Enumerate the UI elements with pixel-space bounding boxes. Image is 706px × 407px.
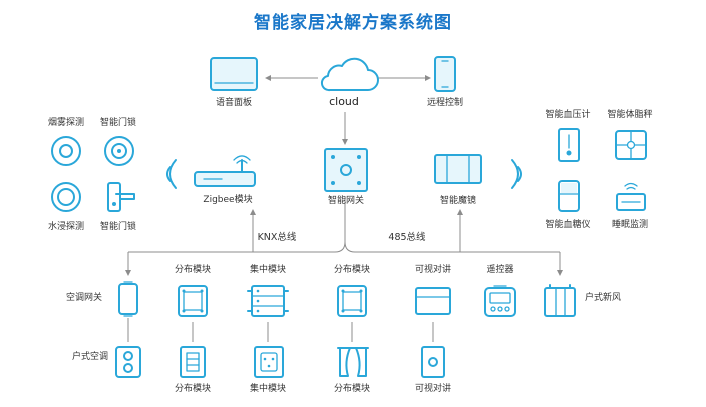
body-fat-scale-icon [615, 130, 647, 160]
fresh-air-label: 户式新风 [585, 293, 622, 303]
water-sensor-label: 水浸探测 [47, 222, 85, 232]
distribution-module-label-4: 分布模块 [333, 384, 371, 394]
smart-mirror-icon [434, 154, 482, 184]
intercom-doorbell-icon [421, 346, 445, 378]
body-fat-scale-label: 智能体脂秤 [607, 110, 653, 120]
distribution-module-label-1: 分布模块 [174, 265, 212, 275]
ac-gateway-icon [118, 281, 138, 317]
phone-icon [434, 56, 456, 92]
sleep-monitor-icon [616, 182, 646, 211]
curtain-motor-icon [337, 347, 369, 377]
distribution-module-icon-1 [178, 285, 208, 317]
remote-controller-label: 遥控器 [486, 265, 514, 275]
blood-pressure-label: 智能血压计 [545, 110, 591, 120]
video-intercom-screen-icon [415, 287, 451, 315]
video-intercom-label-2: 可视对讲 [414, 384, 452, 394]
remote-controller-icon [484, 285, 516, 317]
distribution-module-label-3: 分布模块 [174, 384, 212, 394]
door-lock-handle-icon [107, 182, 135, 212]
smart-gateway-icon [324, 148, 368, 192]
water-sensor-icon [51, 182, 81, 212]
smoke-detector-label: 烟雾探测 [47, 118, 85, 128]
central-module-label-2: 集中模块 [249, 384, 287, 394]
smart-lock-label-2: 智能门锁 [99, 222, 137, 232]
central-module-server-icon [247, 285, 289, 317]
fresh-air-unit-icon [544, 284, 576, 317]
central-module-outlet-icon [254, 346, 284, 378]
sleep-monitor-label: 睡眠监测 [611, 220, 649, 230]
smart-mirror-label: 智能魔镜 [439, 196, 477, 206]
glucose-meter-icon [558, 180, 580, 212]
smart-lock-round-icon [104, 136, 134, 166]
diagram-title: 智能家居决解方案系统图 [254, 13, 452, 33]
wifi-signal-left-icon [166, 159, 177, 189]
home-ac-icon [115, 346, 141, 378]
blood-pressure-monitor-icon [558, 128, 580, 162]
distribution-module-icon-2 [337, 285, 367, 317]
zigbee-router-icon [194, 155, 256, 187]
smart-lock-label-1: 智能门锁 [99, 118, 137, 128]
cloud-icon [320, 57, 379, 92]
cloud-label: cloud [329, 95, 359, 108]
video-intercom-label-1: 可视对讲 [414, 265, 452, 275]
distribution-module-label-2: 分布模块 [333, 265, 371, 275]
central-module-label-1: 集中模块 [249, 265, 287, 275]
smoke-detector-icon [51, 136, 81, 166]
smart-gateway-label: 智能网关 [327, 196, 365, 206]
voice-panel-icon [210, 57, 258, 91]
rs485-bus-label: 485总线 [388, 232, 426, 243]
voice-panel-label: 语音面板 [215, 98, 253, 108]
home-ac-label: 户式空调 [72, 352, 109, 362]
glucose-meter-label: 智能血糖仪 [545, 220, 591, 230]
wifi-signal-right-icon [511, 159, 522, 189]
knx-bus-label: KNX总线 [257, 232, 297, 243]
remote-control-label: 远程控制 [426, 98, 464, 108]
zigbee-module-label: Zigbee模块 [203, 195, 253, 205]
distribution-panel-icon-1 [180, 346, 206, 378]
ac-gateway-label: 空调网关 [66, 293, 103, 303]
